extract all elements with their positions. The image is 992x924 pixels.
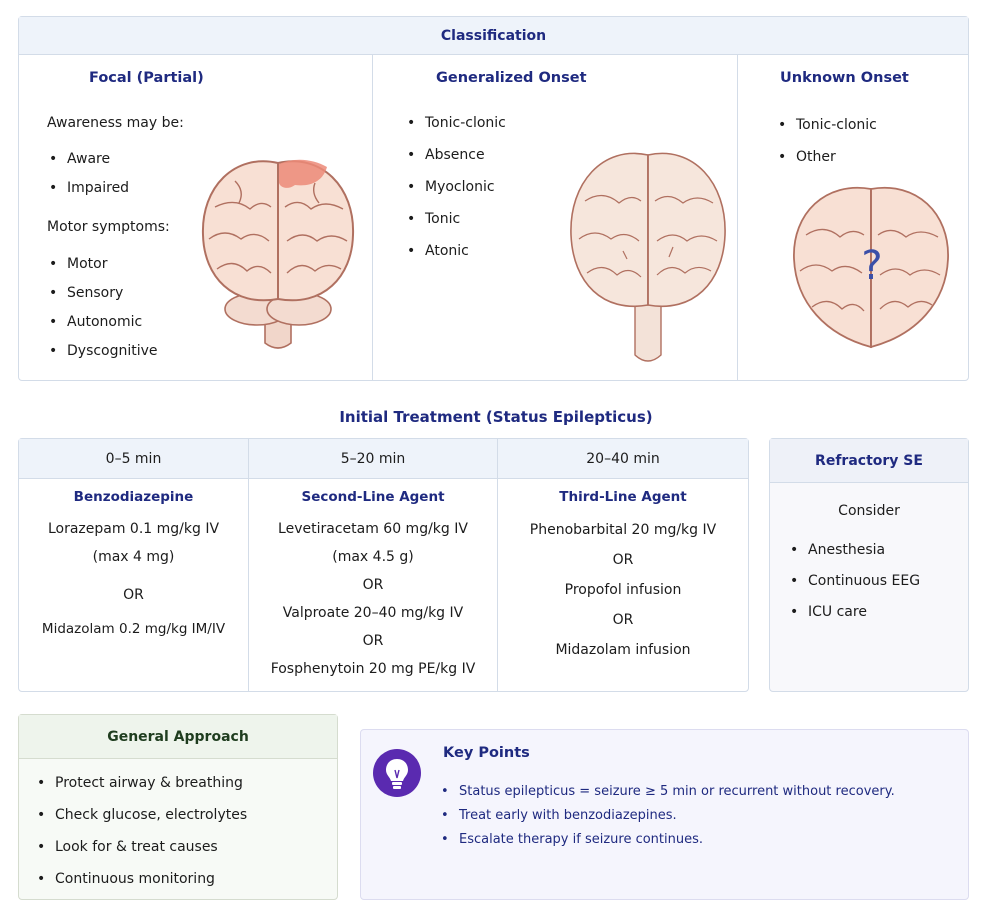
stage-or: OR — [612, 552, 634, 568]
key-points-title: Key Points — [443, 745, 530, 761]
generalized-list: Tonic-clonic Absence Myoclonic Tonic Ato… — [407, 107, 506, 267]
treatment-panel: 0–5 min Benzodiazepine Lorazepam 0.1 mg/… — [18, 438, 749, 692]
list-item: Sensory — [49, 279, 158, 308]
list-item: Other — [778, 141, 877, 173]
list-item: Status epilepticus = seizure ≥ 5 min or … — [441, 784, 895, 799]
key-points-list: Status epilepticus = seizure ≥ 5 min or … — [441, 784, 895, 856]
general-approach-panel: General Approach Protect airway & breath… — [18, 714, 338, 900]
stage-line: Propofol infusion — [564, 582, 682, 598]
stage-line: (max 4.5 g) — [332, 549, 414, 565]
list-item: Tonic — [407, 203, 506, 235]
list-item: Continuous monitoring — [37, 863, 247, 895]
list-item: Tonic-clonic — [407, 107, 506, 139]
generalized-column: Generalized Onset Tonic-clonic Absence M… — [373, 55, 738, 380]
stage-column-0: 0–5 min Benzodiazepine Lorazepam 0.1 mg/… — [19, 439, 249, 691]
focal-brain-illustration — [201, 159, 355, 349]
stage-line: (max 4 mg) — [92, 549, 175, 565]
list-item: Motor — [49, 250, 158, 279]
list-item: Impaired — [49, 174, 129, 203]
generalized-title: Generalized Onset — [436, 70, 587, 86]
list-item: Anesthesia — [790, 535, 920, 566]
stage-line: Midazolam infusion — [555, 642, 691, 658]
question-mark-icon: ? — [861, 243, 882, 289]
stage-or: OR — [612, 612, 634, 628]
stage-title: Second-Line Agent — [301, 489, 445, 505]
list-item: Look for & treat causes — [37, 831, 247, 863]
motor-list: Motor Sensory Autonomic Dyscognitive — [49, 250, 158, 366]
generalized-brain-illustration — [570, 152, 726, 362]
list-item: Autonomic — [49, 308, 158, 337]
stage-line: Midazolam 0.2 mg/kg IM/IV — [41, 621, 226, 637]
stage-title: Third-Line Agent — [559, 489, 687, 505]
list-item: Tonic-clonic — [778, 109, 877, 141]
stage-or: OR — [362, 577, 384, 593]
list-item: Continuous EEG — [790, 566, 920, 597]
stage-or: OR — [123, 587, 144, 603]
stage-column-1: 5–20 min Second-Line Agent Levetiracetam… — [249, 439, 498, 691]
unknown-list: Tonic-clonic Other — [778, 109, 877, 173]
focal-column: Focal (Partial) Awareness may be: Aware … — [19, 55, 373, 380]
classification-header: Classification — [19, 17, 968, 55]
motor-symptoms-label: Motor symptoms: — [47, 219, 170, 235]
stage-time: 5–20 min — [249, 439, 497, 479]
refractory-list: Anesthesia Continuous EEG ICU care — [790, 535, 920, 628]
treatment-section-title: Initial Treatment (Status Epilepticus) — [339, 408, 653, 426]
stage-line: Lorazepam 0.1 mg/kg IV — [47, 521, 220, 537]
list-item: Myoclonic — [407, 171, 506, 203]
unknown-brain-illustration: ? — [793, 186, 949, 349]
list-item: Escalate therapy if seizure continues. — [441, 832, 895, 847]
stage-line: Phenobarbital 20 mg/kg IV — [529, 522, 717, 538]
awareness-label: Awareness may be: — [47, 115, 184, 131]
refractory-panel: Refractory SE Consider Anesthesia Contin… — [769, 438, 969, 692]
awareness-list: Aware Impaired — [49, 145, 129, 203]
list-item: Atonic — [407, 235, 506, 267]
unknown-title: Unknown Onset — [780, 70, 909, 86]
list-item: Aware — [49, 145, 129, 174]
lightbulb-icon — [373, 749, 421, 797]
stage-title: Benzodiazepine — [73, 489, 194, 505]
list-item: Absence — [407, 139, 506, 171]
stage-line: Levetiracetam 60 mg/kg IV — [278, 521, 468, 537]
stage-line: Fosphenytoin 20 mg PE/kg IV — [270, 661, 476, 677]
stage-column-2: 20–40 min Third-Line Agent Phenobarbital… — [498, 439, 748, 691]
general-approach-list: Protect airway & breathing Check glucose… — [37, 767, 247, 895]
list-item: Dyscognitive — [49, 337, 158, 366]
general-approach-title: General Approach — [19, 715, 337, 759]
unknown-column: Unknown Onset Tonic-clonic Other ? — [738, 55, 970, 380]
stage-time: 20–40 min — [498, 439, 748, 479]
focal-title: Focal (Partial) — [89, 70, 204, 86]
list-item: Treat early with benzodiazepines. — [441, 808, 895, 823]
list-item: Protect airway & breathing — [37, 767, 247, 799]
list-item: ICU care — [790, 597, 920, 628]
stage-time: 0–5 min — [19, 439, 248, 479]
consider-label: Consider — [838, 503, 900, 519]
stage-or: OR — [362, 633, 384, 649]
stage-line: Valproate 20–40 mg/kg IV — [282, 605, 464, 621]
key-points-panel: Key Points Status epilepticus = seizure … — [360, 729, 969, 900]
refractory-title: Refractory SE — [770, 439, 968, 483]
list-item: Check glucose, electrolytes — [37, 799, 247, 831]
classification-panel: Classification Focal (Partial) Awareness… — [18, 16, 969, 381]
